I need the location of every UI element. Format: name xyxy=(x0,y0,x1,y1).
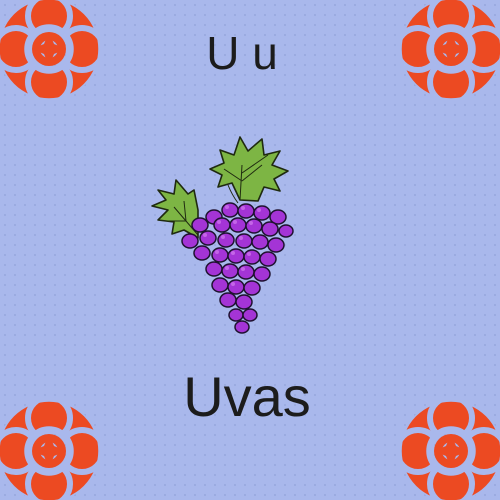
letter-heading: U u xyxy=(206,27,278,79)
grapes-icon xyxy=(151,136,294,334)
flower-ornament-icon xyxy=(0,0,104,104)
corner-ornament-bottom-left xyxy=(0,396,104,500)
flower-ornament-icon xyxy=(0,396,104,500)
flower-ornament-icon xyxy=(396,0,500,104)
flower-ornament-icon xyxy=(396,396,500,500)
corner-ornament-bottom-right xyxy=(396,396,500,500)
corner-ornament-top-right xyxy=(396,0,500,104)
grapes-illustration xyxy=(140,125,310,345)
word-label: Uvas xyxy=(183,365,311,428)
corner-ornament-top-left xyxy=(0,0,104,104)
